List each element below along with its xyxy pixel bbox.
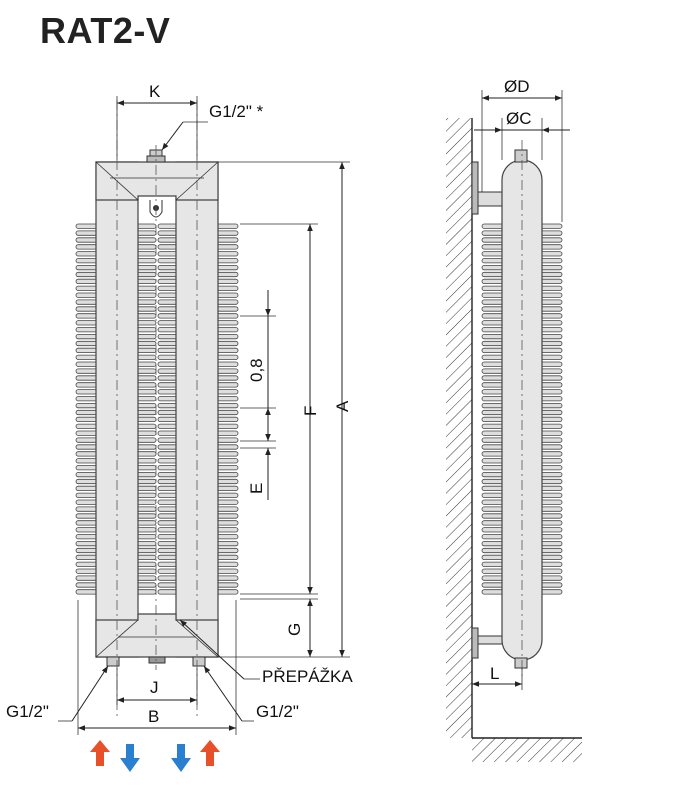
floor-hatch [472, 738, 582, 762]
arrow-down-blue-icon [171, 744, 191, 772]
bottom-header [95, 613, 219, 658]
label-g12-star: G1/2" * [209, 102, 264, 121]
label-od: ØD [504, 77, 530, 96]
bottom-connector-right [192, 656, 206, 667]
label-e: E [247, 483, 266, 494]
label-oc: ØC [506, 109, 532, 128]
label-f: F [301, 406, 320, 416]
label-a: A [333, 400, 352, 412]
label-0-8: 0,8 [247, 358, 266, 382]
arrow-down-blue-icon [120, 744, 140, 772]
label-j: J [150, 678, 159, 697]
label-g12-right: G1/2" [256, 702, 299, 721]
wall-hatch [446, 118, 472, 738]
label-g: G [285, 623, 304, 636]
front-view [75, 100, 239, 720]
top-header [95, 161, 219, 201]
arrow-up-red-icon [90, 740, 110, 766]
label-prepazka: PŘEPÁŽKA [262, 667, 353, 686]
arrow-up-red-icon [200, 740, 220, 766]
label-b: B [148, 707, 159, 726]
label-g12-left: G1/2" [6, 702, 49, 721]
label-l: L [490, 664, 499, 683]
bottom-connector-left [106, 656, 120, 667]
side-view: ØD ØC L [446, 77, 582, 762]
label-k: K [149, 82, 161, 101]
page-title: RAT2-V [40, 10, 171, 51]
